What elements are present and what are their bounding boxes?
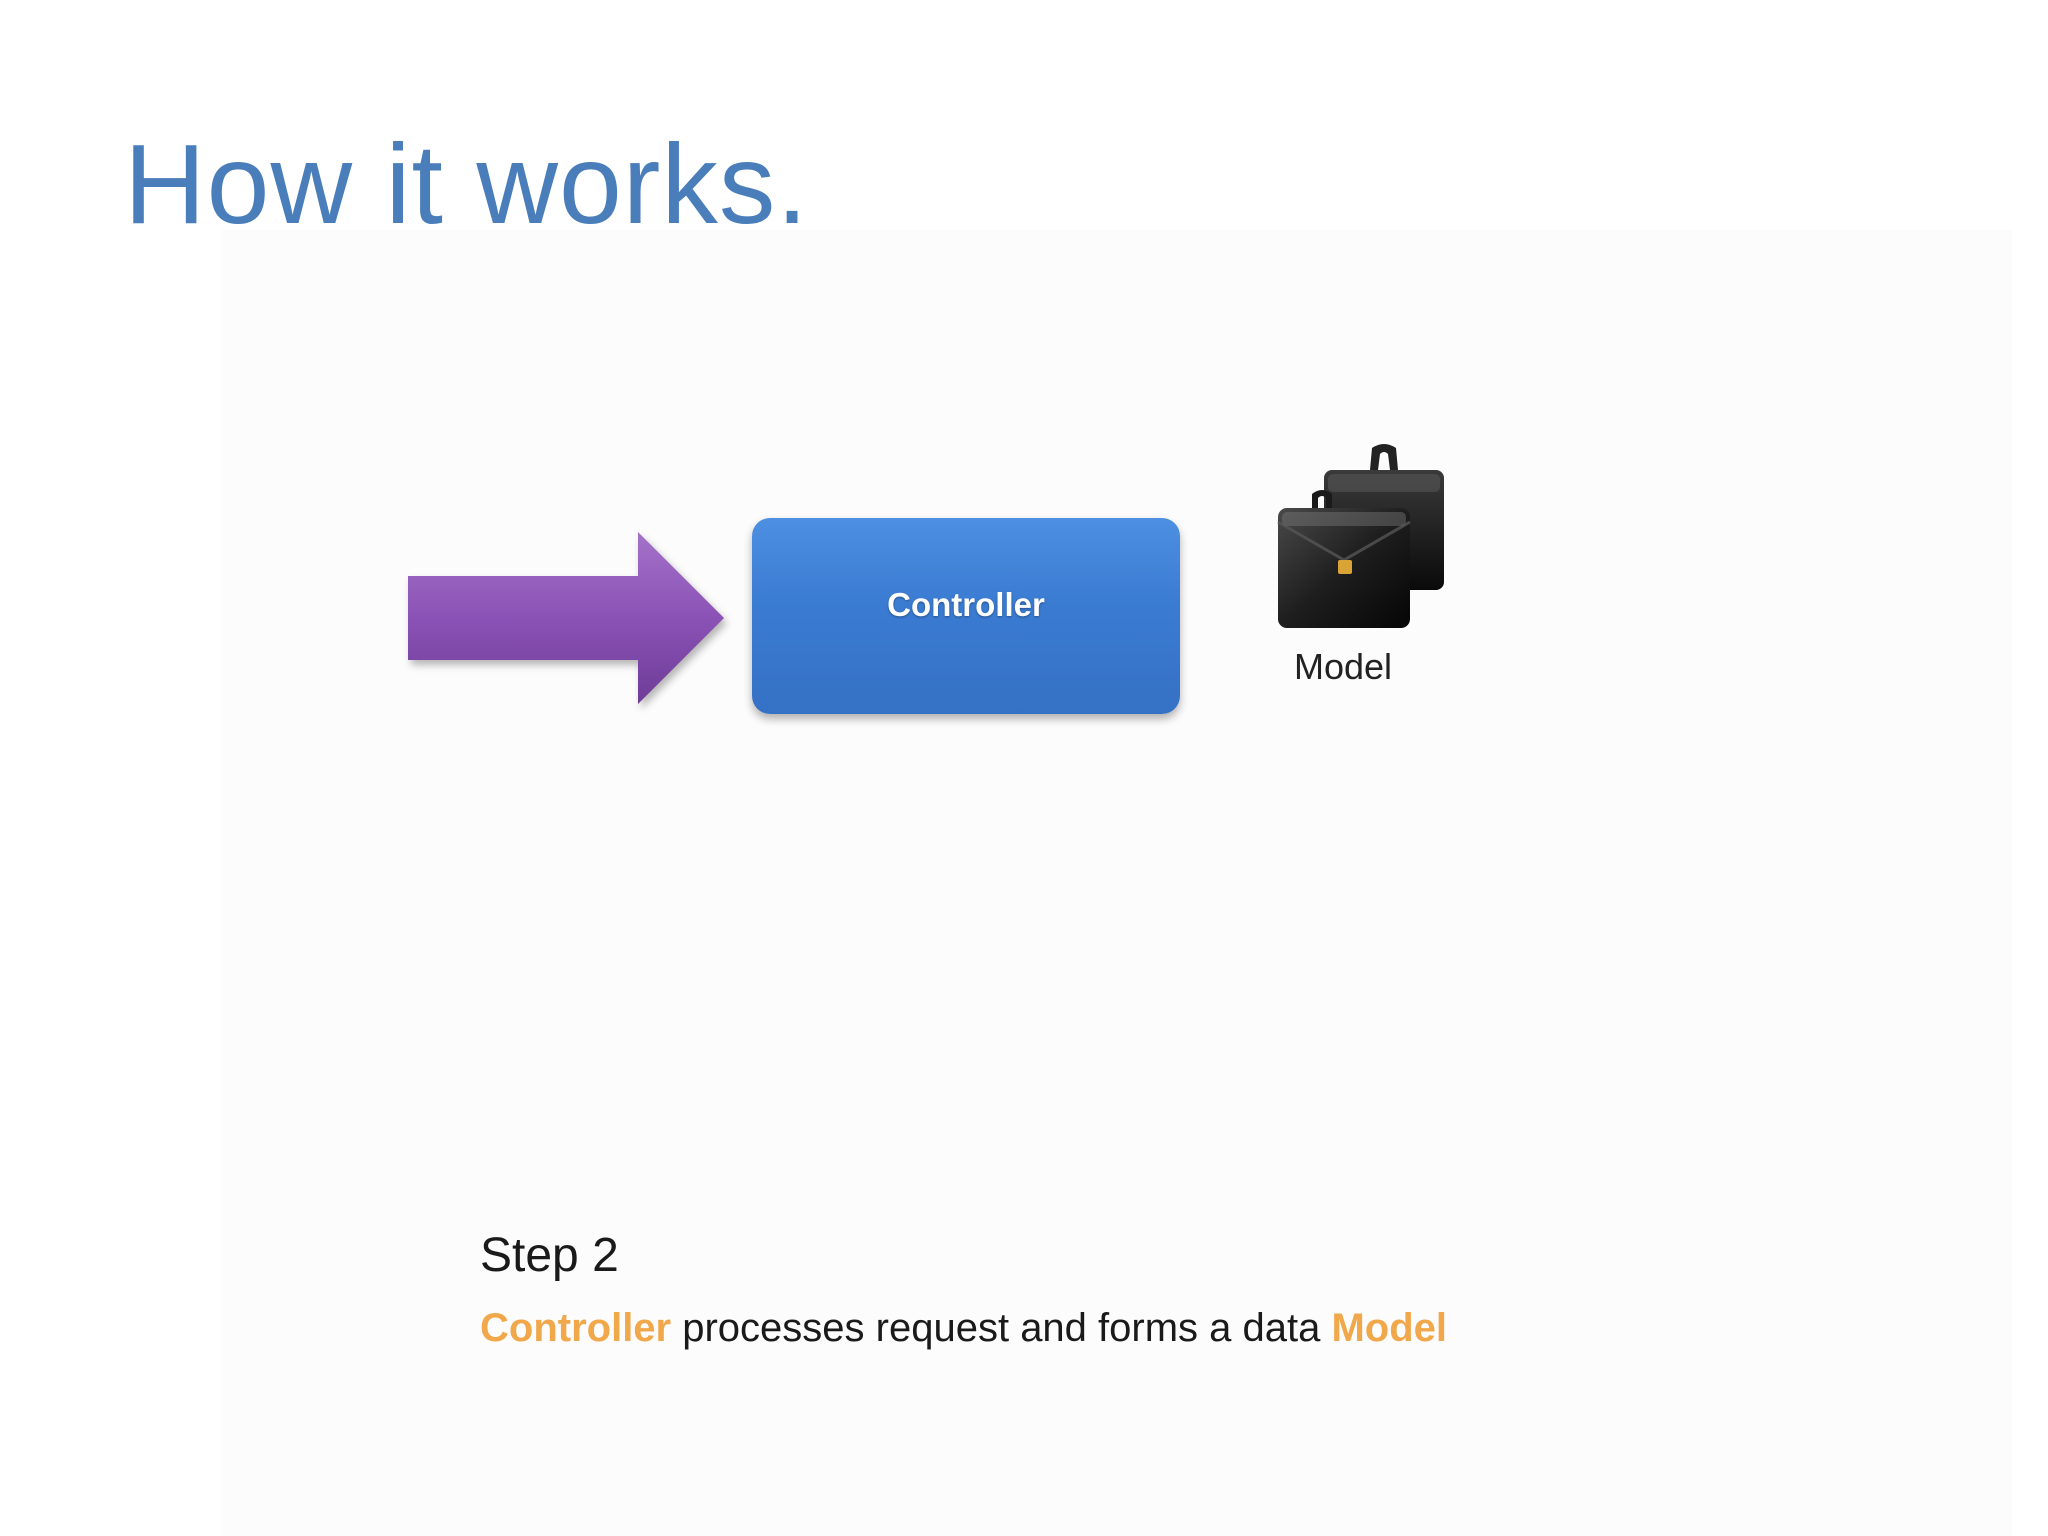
step-description: Controller processes request and forms a… bbox=[480, 1306, 1447, 1351]
highlight-model: Model bbox=[1331, 1306, 1448, 1350]
model-label: Model bbox=[1294, 646, 1393, 687]
highlight-controller: Controller bbox=[480, 1306, 672, 1350]
controller-label: Controller bbox=[887, 586, 1045, 623]
step-description-text: processes request and forms a data bbox=[671, 1306, 1332, 1350]
briefcase-icon bbox=[1277, 444, 1444, 628]
controller-box: Controller bbox=[752, 518, 1180, 714]
slide-title: How it works. bbox=[124, 121, 809, 247]
diagram-area bbox=[222, 230, 2012, 1536]
step-title: Step 2 bbox=[480, 1229, 619, 1282]
right-arrow-icon bbox=[408, 532, 724, 704]
